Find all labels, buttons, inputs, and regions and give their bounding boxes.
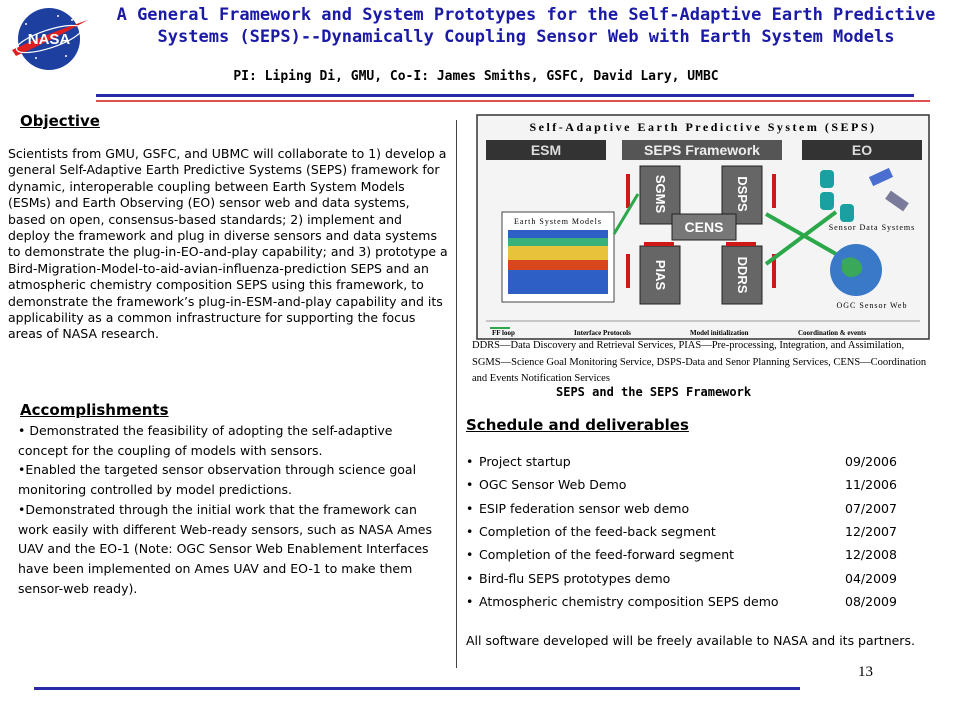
ddrs-label: DDRS (735, 257, 750, 294)
coordination-arrow (764, 210, 838, 266)
pi-line: PI: Liping Di, GMU, Co-I: James Smiths, … (233, 69, 719, 84)
schedule-date: 09/2006 (845, 454, 897, 470)
schedule-note: All software developed will be freely av… (466, 633, 915, 648)
schedule-task: Completion of the feed-forward segment (479, 547, 735, 563)
schedule-row: • Bird-flu SEPS prototypes demo 04/2009 (466, 566, 936, 589)
esm-map-band (508, 238, 608, 246)
ogc-label: OGC Sensor Web (837, 301, 908, 310)
seps-diagram: Self-Adaptive Earth Predictive System (S… (476, 114, 930, 340)
schedule-date: 07/2007 (845, 500, 897, 516)
schedule-bullet: • (466, 570, 474, 586)
accomplishment-item: •Demonstrated through the initial work t… (18, 501, 432, 596)
schedule-date: 11/2006 (845, 477, 897, 493)
legend-model-init: Model initialization (690, 329, 749, 337)
sensor-label: Sensor Data Systems (829, 223, 916, 232)
interface-bar (644, 242, 674, 246)
schedule-row: • Atmospheric chemistry composition SEPS … (466, 590, 936, 613)
cens-label: CENS (685, 219, 724, 235)
schedule-task: Bird-flu SEPS prototypes demo (479, 570, 671, 586)
esm-header (486, 140, 606, 160)
dsps-label: DSPS (735, 176, 750, 212)
header-rule-blue (96, 94, 914, 97)
objective-heading: Objective (20, 112, 100, 130)
sgms-label: SGMS (653, 175, 668, 214)
schedule-row: • ESIP federation sensor web demo 07/2007 (466, 497, 936, 520)
sensor-cylinder (820, 192, 834, 210)
column-divider (456, 120, 457, 668)
cens-box (671, 213, 737, 241)
coordination-arrow (765, 212, 837, 256)
interface-bar (726, 242, 756, 246)
diagram-title: Self-Adaptive Earth Predictive System (S… (529, 120, 876, 134)
schedule-bullet: • (466, 593, 474, 609)
footer-rule (34, 687, 800, 690)
schedule-row: • Completion of the feed-forward segment 1… (466, 543, 936, 566)
schedule-row: • Completion of the feed-back segment 12/2… (466, 520, 936, 543)
schedule-bullet: • (466, 500, 474, 516)
schedule-list: • Project startup 09/2006 • OGC Sensor Web D… (466, 450, 936, 613)
header-rule-red (96, 100, 930, 102)
accomplishments-heading: Accomplishments (20, 401, 169, 419)
esm-map-band (508, 246, 608, 260)
accomplishments-list: • Demonstrated the feasibility of adopti… (18, 421, 436, 598)
esm-map-band (508, 260, 608, 270)
framework-header (622, 140, 782, 160)
title-line-1: A General Framework and System Prototype… (116, 5, 936, 25)
schedule-row: • OGC Sensor Web Demo 11/2006 (466, 473, 936, 496)
diagram-caption: DDRS—Data Discovery and Retrieval Servic… (472, 340, 927, 384)
figure-title: SEPS and the SEPS Framework (556, 385, 752, 399)
page-number: 13 (858, 664, 873, 680)
schedule-date: 12/2007 (845, 524, 897, 540)
legend-coordination: Coordination & events (798, 329, 866, 337)
schedule-task: Atmospheric chemistry composition SEPS d… (479, 593, 779, 609)
pias-label: PIAS (653, 260, 668, 291)
slide-title: A General Framework and System Prototype… (96, 4, 956, 48)
nasa-logo: NASA (12, 8, 88, 70)
schedule-task: Completion of the feed-back segment (479, 524, 716, 540)
satellite-icon (885, 190, 909, 212)
logo-wordmark: NASA (28, 31, 71, 48)
accomplishment-item: • Demonstrated the feasibility of adopti… (18, 423, 393, 458)
sgms-box (639, 165, 681, 225)
satellite-icon (868, 167, 894, 187)
schedule-heading: Schedule and deliverables (466, 416, 689, 434)
legend-ff-loop: FF loop (492, 329, 515, 337)
interface-bar (772, 254, 776, 288)
schedule-bullet: • (466, 454, 474, 470)
schedule-bullet: • (466, 547, 474, 563)
schedule-bullet: • (466, 477, 474, 493)
interface-bar (626, 254, 630, 288)
interface-bar (772, 174, 776, 208)
framework-label: SEPS Framework (644, 142, 760, 158)
esm-label: ESM (531, 142, 561, 158)
esm-box-label: Earth System Models (514, 217, 602, 226)
eo-label: EO (852, 142, 872, 158)
eo-header (802, 140, 922, 160)
legend-interface: Interface Protocols (574, 329, 631, 337)
title-line-2: Systems (SEPS)--Dynamically Coupling Sen… (157, 27, 895, 47)
objective-text: Scientists from GMU, GSFC, and UBMC will… (8, 146, 448, 342)
schedule-bullet: • (466, 524, 474, 540)
schedule-date: 08/2009 (845, 593, 897, 609)
schedule-row: • Project startup 09/2006 (466, 450, 936, 473)
accomplishment-item: •Enabled the targeted sensor observation… (18, 462, 417, 498)
sensor-cylinder (820, 170, 834, 188)
interface-bar (626, 174, 630, 208)
earth-land (842, 257, 863, 278)
schedule-date: 12/2008 (845, 547, 897, 563)
coordination-arrow (612, 193, 640, 235)
schedule-date: 04/2009 (845, 570, 897, 586)
schedule-task: ESIP federation sensor web demo (479, 500, 690, 516)
sensor-cylinder (840, 204, 854, 222)
schedule-task: OGC Sensor Web Demo (479, 477, 627, 493)
schedule-task: Project startup (479, 454, 571, 470)
